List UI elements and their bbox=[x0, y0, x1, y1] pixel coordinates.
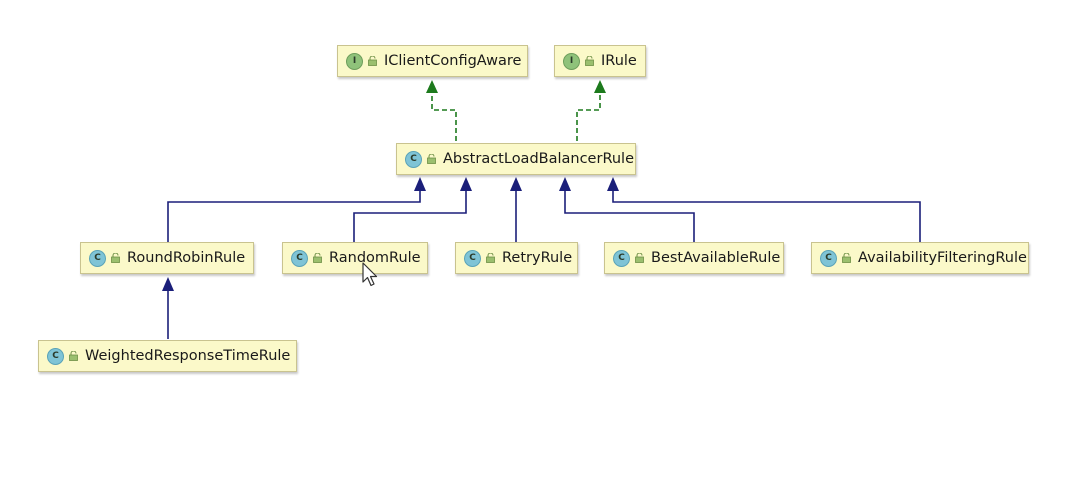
node-label: IRule bbox=[601, 53, 637, 69]
node-iclientconfigaware[interactable]: I IClientConfigAware bbox=[337, 45, 528, 77]
mouse-pointer-icon bbox=[362, 262, 378, 287]
node-abstractloadbalancerrule[interactable]: C AbstractLoadBalancerRule bbox=[396, 143, 636, 175]
node-label: AvailabilityFilteringRule bbox=[858, 250, 1027, 266]
class-icon: C bbox=[464, 249, 481, 267]
node-label: WeightedResponseTimeRule bbox=[85, 348, 291, 364]
edge-abstract-implements-iclientconfigaware bbox=[431, 93, 457, 141]
node-roundrobinrule[interactable]: C RoundRobinRule bbox=[80, 242, 254, 274]
arrowhead-irule bbox=[594, 80, 606, 93]
lock-icon bbox=[427, 154, 436, 164]
interface-icon: I bbox=[346, 52, 363, 70]
interface-icon: I bbox=[563, 52, 580, 70]
arrowhead-weighted-roundrobin bbox=[162, 277, 174, 291]
arrowhead-bestavailable-abstract bbox=[559, 177, 571, 191]
node-availabilityfilteringrule[interactable]: C AvailabilityFilteringRule bbox=[811, 242, 1029, 274]
edge-roundrobin-extends-abstract bbox=[167, 191, 421, 242]
node-label: BestAvailableRule bbox=[651, 250, 781, 266]
node-randomrule[interactable]: C RandomRule bbox=[282, 242, 428, 274]
lock-icon bbox=[585, 56, 594, 66]
lock-icon bbox=[313, 253, 322, 263]
node-weightedresponsetimerule[interactable]: C WeightedResponseTimeRule bbox=[38, 340, 297, 372]
node-irule[interactable]: I IRule bbox=[554, 45, 646, 77]
lock-icon bbox=[635, 253, 644, 263]
arrowhead-random-abstract bbox=[460, 177, 472, 191]
lock-icon bbox=[842, 253, 851, 263]
node-bestavailablerule[interactable]: C BestAvailableRule bbox=[604, 242, 784, 274]
lock-icon bbox=[69, 351, 78, 361]
edge-bestavailable-extends-abstract bbox=[564, 191, 695, 242]
lock-icon bbox=[111, 253, 120, 263]
edge-random-extends-abstract bbox=[353, 191, 467, 242]
arrowhead-iclientconfigaware bbox=[426, 80, 438, 93]
lock-icon bbox=[368, 56, 377, 66]
arrowhead-availabilityfiltering-abstract bbox=[607, 177, 619, 191]
class-icon: C bbox=[820, 249, 837, 267]
node-label: RoundRobinRule bbox=[127, 250, 246, 266]
edge-abstract-implements-irule bbox=[576, 93, 601, 141]
class-icon: C bbox=[291, 249, 308, 267]
node-label: AbstractLoadBalancerRule bbox=[443, 151, 635, 167]
lock-icon bbox=[486, 253, 495, 263]
node-label: RetryRule bbox=[502, 250, 573, 266]
class-icon: C bbox=[47, 347, 64, 365]
class-icon: C bbox=[405, 150, 422, 168]
class-icon: C bbox=[89, 249, 106, 267]
arrowhead-retry-abstract bbox=[510, 177, 522, 191]
class-icon: C bbox=[613, 249, 630, 267]
node-label: IClientConfigAware bbox=[384, 53, 522, 69]
node-label: RandomRule bbox=[329, 250, 421, 266]
node-retryrule[interactable]: C RetryRule bbox=[455, 242, 578, 274]
edge-availabilityfiltering-extends-abstract bbox=[612, 191, 921, 242]
arrowhead-roundrobin-abstract bbox=[414, 177, 426, 191]
